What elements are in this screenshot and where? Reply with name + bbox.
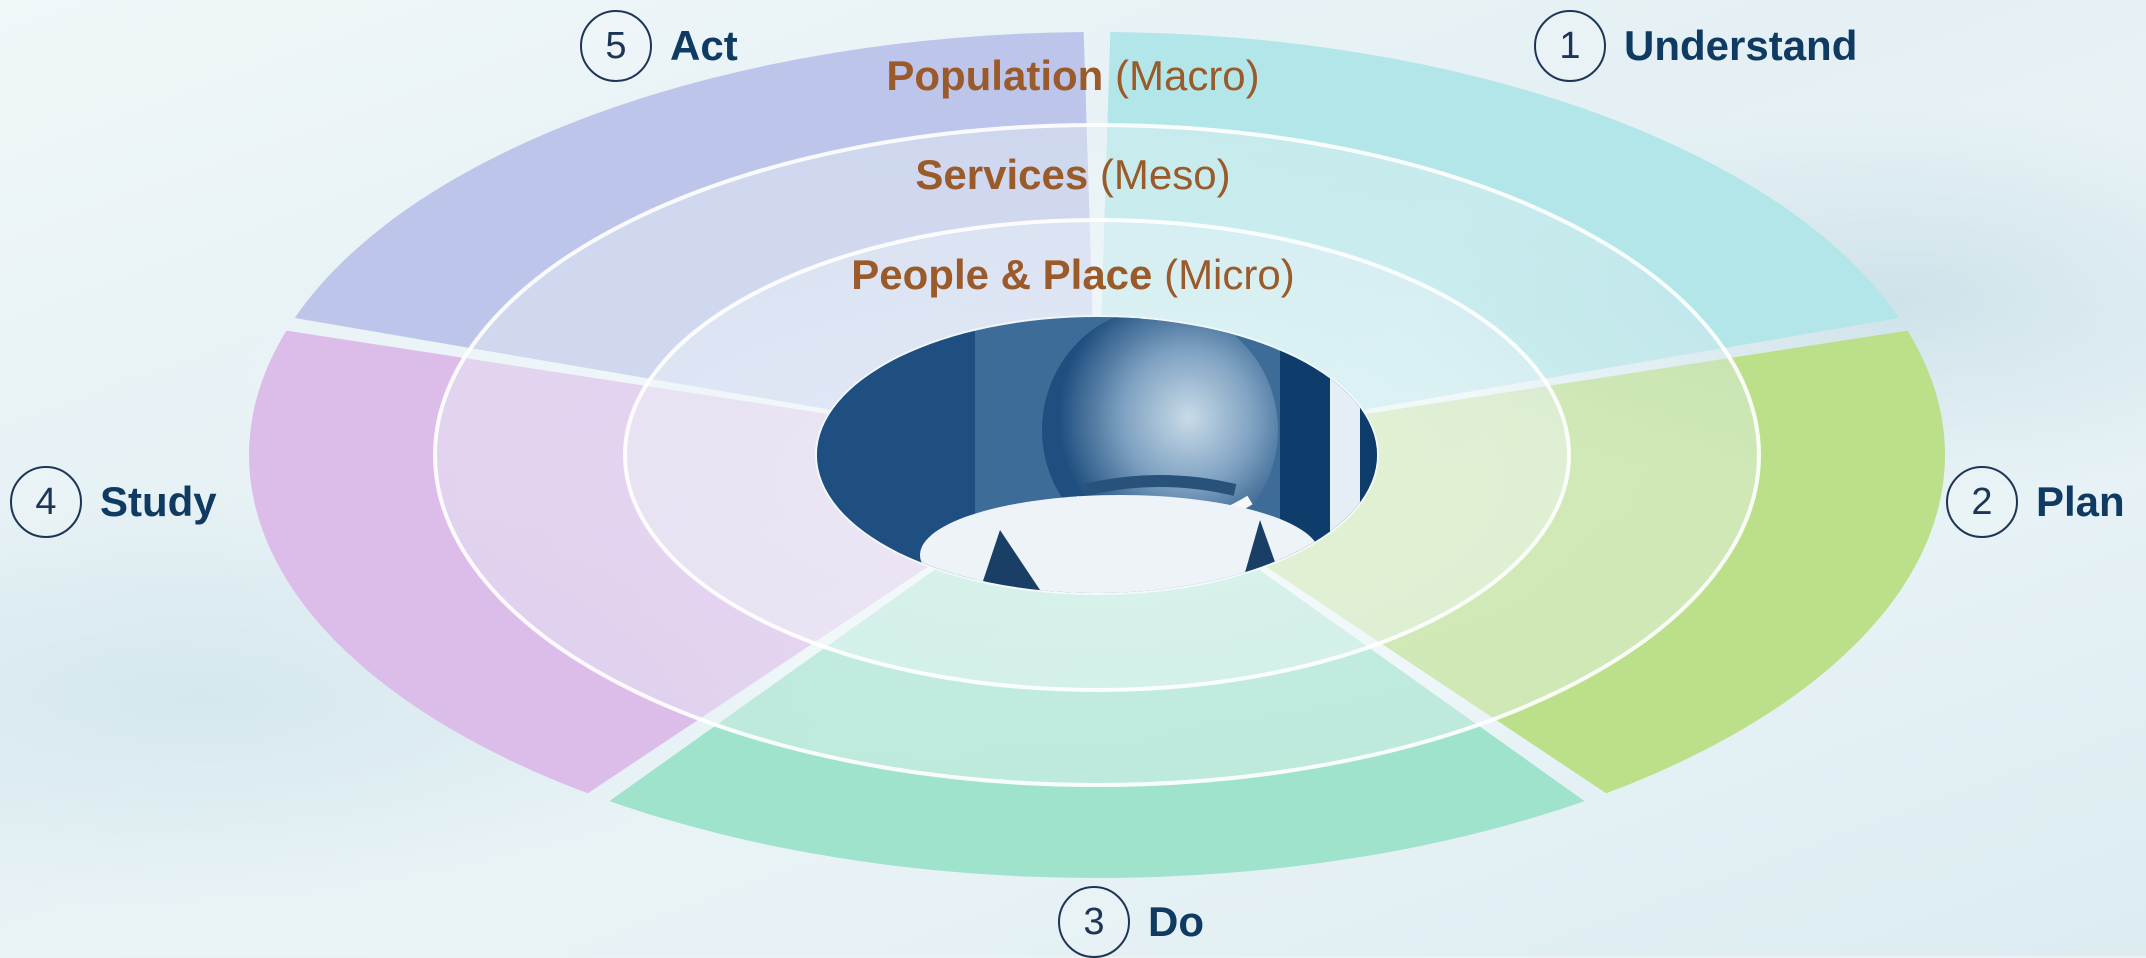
segment-plan-ring-1: [1494, 330, 1945, 794]
ring-name: People & Place: [851, 251, 1153, 298]
segment-do-ring-2: [716, 647, 1478, 785]
segment-act-ring-3: [650, 220, 1093, 410]
ring-scale: (Meso): [1099, 151, 1231, 198]
ring-segments: [248, 32, 1945, 878]
stage-label: Study: [100, 478, 217, 525]
segment-understand-ring-2: [1104, 125, 1724, 379]
stage-act: 5 Act: [580, 10, 738, 82]
segment-study-ring-3: [625, 385, 928, 643]
ring-divider-lines: [433, 123, 1761, 787]
segment-act-ring-1: [294, 32, 1087, 349]
ring-boundary-1: [433, 123, 1761, 787]
ring-label-micro: People & Place (Micro): [0, 251, 2146, 299]
ring-label-macro: Population (Macro): [0, 52, 2146, 100]
ring-name: Population: [886, 52, 1104, 99]
ring-label-meso: Services (Meso): [0, 151, 2146, 199]
segment-plan-ring-2: [1380, 357, 1759, 719]
stage-number-badge: 4: [10, 466, 82, 538]
stage-plan: 2 Plan: [1946, 466, 2125, 538]
stage-understand: 1 Understand: [1534, 10, 1857, 82]
stage-do: 3 Do: [1058, 886, 1204, 958]
segment-understand-ring-1: [1107, 32, 1900, 349]
segment-study-ring-2: [435, 357, 814, 719]
stage-label: Do: [1148, 898, 1204, 945]
stage-number-badge: 1: [1534, 10, 1606, 82]
stage-label: Plan: [2036, 478, 2125, 525]
ring-scale: (Micro): [1164, 251, 1295, 298]
stage-number-badge: 3: [1058, 886, 1130, 958]
stage-label: Understand: [1624, 22, 1858, 69]
segment-do-ring-3: [825, 569, 1369, 690]
stage-number-badge: 5: [580, 10, 652, 82]
ring-name: Services: [915, 151, 1089, 198]
stage-study: 4 Study: [10, 466, 217, 538]
stage-number-badge: 2: [1946, 466, 2018, 538]
segment-study-ring-1: [248, 330, 700, 794]
ring-boundary-2: [623, 218, 1571, 692]
ring-scale: (Macro): [1114, 52, 1260, 99]
stage-label: Act: [670, 22, 738, 69]
segment-plan-ring-3: [1266, 385, 1569, 643]
segment-act-ring-2: [470, 125, 1090, 379]
segment-understand-ring-3: [1101, 220, 1544, 410]
